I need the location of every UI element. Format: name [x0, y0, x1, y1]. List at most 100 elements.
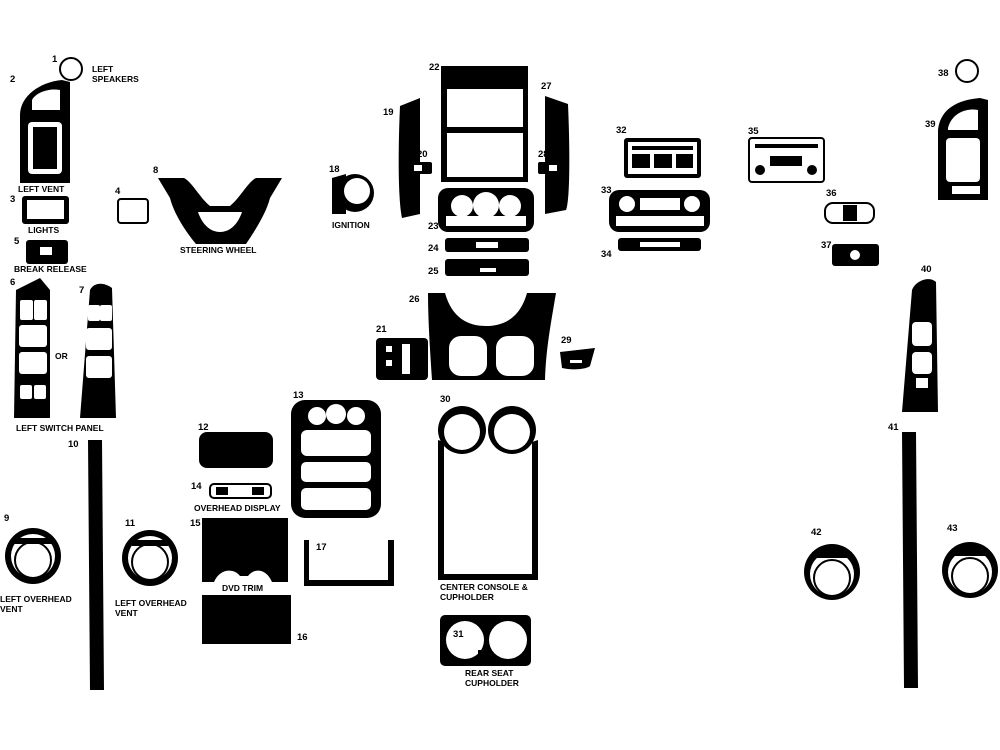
part-21-number: 21 — [376, 324, 387, 335]
part-42-number: 42 — [811, 527, 822, 538]
part-19-shape[interactable] — [398, 98, 420, 218]
part-1-caption-line-2: SPEAKERS — [92, 74, 139, 84]
part-27-shape[interactable] — [545, 96, 570, 214]
part-40-shape[interactable] — [902, 279, 938, 412]
part-39-shape[interactable] — [938, 98, 988, 200]
part-11-number: 11 — [125, 518, 136, 529]
part-24-shape[interactable] — [445, 238, 529, 252]
part-33-number: 33 — [601, 185, 612, 196]
part-12-number: 12 — [198, 422, 209, 433]
part-23-number: 23 — [428, 221, 439, 232]
part-29-shape[interactable] — [560, 348, 595, 370]
part-40-number: 40 — [921, 264, 932, 275]
part-36-shape[interactable] — [824, 202, 875, 224]
part-10-number: 10 — [68, 439, 79, 450]
part-30-center-console-shape[interactable] — [438, 406, 538, 580]
part-34-shape[interactable] — [618, 238, 701, 251]
part-30-number: 30 — [440, 394, 451, 405]
part-15-dvd-trim-shape[interactable] — [202, 518, 288, 582]
part-9-caption-line-2: VENT — [0, 604, 23, 614]
part-34-number: 34 — [601, 249, 612, 260]
part-27-number: 27 — [541, 81, 552, 92]
part-37-shape[interactable] — [832, 244, 879, 266]
p6or-caption-line-1: OR — [55, 351, 68, 361]
part-2-number: 2 — [10, 74, 15, 85]
part-16-shape[interactable] — [202, 595, 291, 644]
part-9-caption-line-1: LEFT OVERHEAD — [0, 594, 72, 604]
part-32-shape[interactable] — [624, 138, 701, 178]
part-31-caption-line-1: REAR SEAT — [465, 668, 514, 678]
part-9-number: 9 — [4, 513, 9, 524]
part-7-shape[interactable] — [80, 283, 116, 418]
part-4-shape[interactable] — [117, 198, 149, 224]
part-42-shape[interactable] — [804, 544, 860, 600]
part-1-caption-line-1: LEFT — [92, 64, 114, 74]
part-17-number: 17 — [316, 542, 327, 553]
part-11-left-overhead-vent-shape[interactable] — [122, 530, 178, 586]
part-6-left-switch-panel-shape[interactable] — [14, 278, 50, 418]
part-14-caption-line-1: OVERHEAD DISPLAY — [194, 503, 281, 513]
part-38-shape[interactable] — [955, 59, 979, 83]
part-7-number: 7 — [79, 285, 84, 296]
part-1-number: 1 — [52, 54, 58, 65]
part-16-number: 16 — [297, 632, 308, 643]
part-6-number: 6 — [10, 277, 15, 288]
part-20-shape[interactable] — [410, 162, 432, 174]
part-4-number: 4 — [115, 186, 121, 197]
part-31-caption-line-2: CUPHOLDER — [465, 678, 519, 688]
part-26-number: 26 — [409, 294, 420, 305]
part-18-number: 18 — [329, 164, 340, 175]
part-22-number: 22 — [429, 62, 440, 73]
part-33-shape[interactable] — [609, 190, 710, 232]
part-35-number: 35 — [748, 126, 759, 137]
part-30-caption-line-1: CENTER CONSOLE & — [440, 582, 528, 592]
part-30-caption-line-2: CUPHOLDER — [440, 592, 494, 602]
part-25-shape[interactable] — [445, 259, 529, 276]
part-31-rear-seat-cupholder-shape[interactable] — [440, 615, 531, 666]
part-13-shape[interactable] — [291, 400, 381, 518]
part-26-shape[interactable] — [428, 293, 556, 380]
part-32-number: 32 — [616, 125, 627, 136]
part-21-shape[interactable] — [376, 338, 428, 380]
part-6-caption-line-1: LEFT SWITCH PANEL — [16, 423, 104, 433]
part-39-number: 39 — [925, 119, 936, 130]
part-43-number: 43 — [947, 523, 958, 534]
part-13-number: 13 — [293, 390, 304, 401]
part-3-lights-shape[interactable] — [22, 196, 69, 224]
part-8-caption-line-1: STEERING WHEEL — [180, 245, 257, 255]
part-2-caption-line-1: LEFT VENT — [18, 184, 65, 194]
part-20-number: 20 — [417, 149, 428, 160]
part-18-caption-line-1: IGNITION — [332, 220, 370, 230]
part-8-number: 8 — [153, 165, 158, 176]
part-11-caption-line-2: VENT — [115, 608, 138, 618]
part-3-caption-line-1: LIGHTS — [28, 225, 59, 235]
part-24-number: 24 — [428, 243, 439, 254]
part-36-number: 36 — [826, 188, 837, 199]
part-23-shape[interactable] — [438, 188, 534, 232]
part-28-number: 28 — [538, 149, 549, 160]
part-5-break-release-shape[interactable] — [26, 240, 68, 264]
part-17-shape[interactable] — [304, 540, 394, 586]
part-14-overhead-display-shape[interactable] — [209, 483, 272, 499]
part-25-number: 25 — [428, 266, 439, 277]
part-3-number: 3 — [10, 194, 15, 205]
part-15-caption-line-1: DVD TRIM — [222, 583, 263, 593]
part-37-number: 37 — [821, 240, 832, 251]
part-29-number: 29 — [561, 335, 572, 346]
part-41-shape[interactable] — [902, 432, 918, 688]
part-5-number: 5 — [14, 236, 20, 247]
part-10-long-trim-shape[interactable] — [88, 440, 104, 690]
part-28-shape[interactable] — [538, 162, 560, 174]
part-35-shape[interactable] — [748, 137, 825, 183]
part-8-steering-wheel-shape[interactable] — [158, 178, 282, 244]
part-22-shape[interactable] — [441, 66, 528, 182]
part-1-left-speaker-shape[interactable] — [59, 57, 83, 81]
part-12-door-cover-shape[interactable] — [199, 432, 273, 468]
part-38-number: 38 — [938, 68, 949, 79]
part-18-ignition-shape[interactable] — [332, 174, 374, 214]
part-9-left-overhead-vent-shape[interactable] — [5, 528, 61, 584]
part-2-left-vent-shape[interactable] — [20, 80, 70, 183]
part-43-shape[interactable] — [942, 542, 998, 598]
